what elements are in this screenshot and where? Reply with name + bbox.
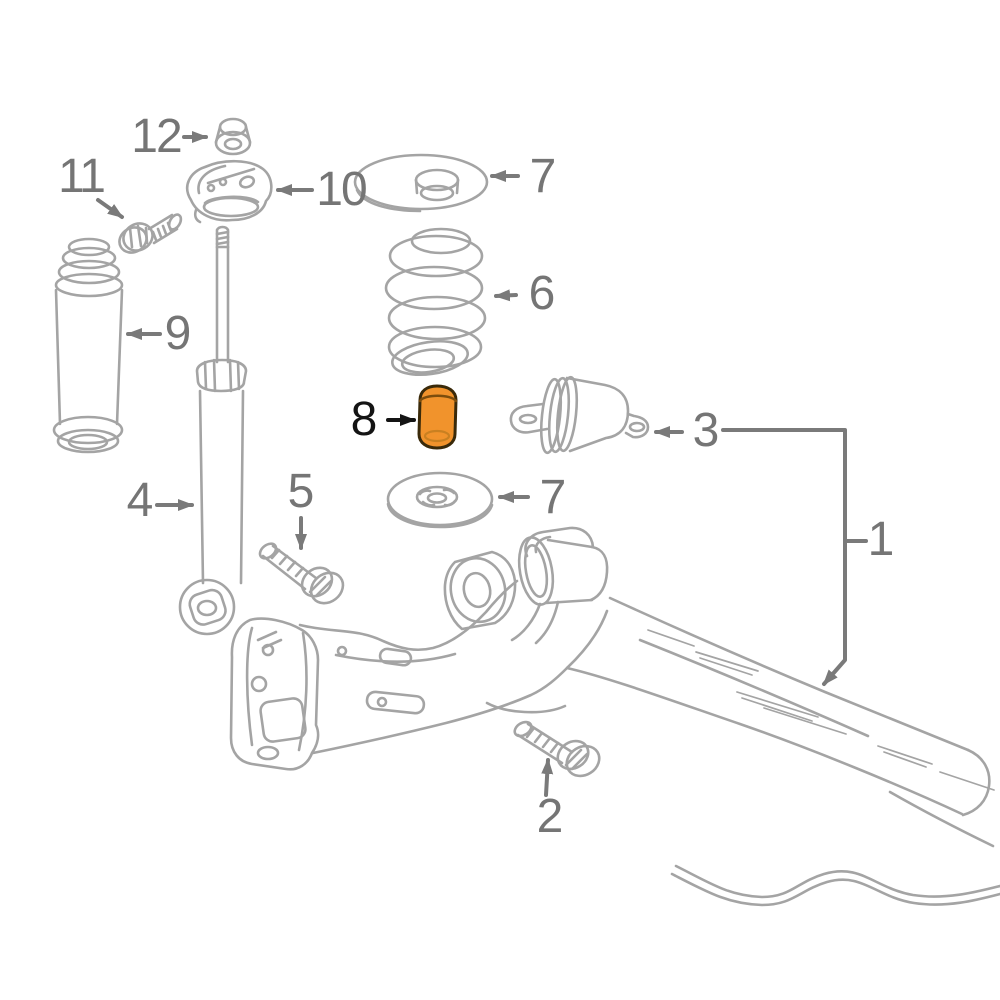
shock-lower-bolt-drawing bbox=[258, 542, 345, 605]
arrow-2 bbox=[541, 758, 554, 797]
lower-spring-insulator-drawing bbox=[386, 471, 494, 529]
upper-mount-drawing bbox=[185, 159, 273, 224]
part-label-5: 5 bbox=[287, 465, 315, 518]
part-label-8-highlighted: 8 bbox=[350, 393, 378, 446]
part-label-9: 9 bbox=[164, 307, 192, 360]
part-label-7-top: 7 bbox=[529, 150, 557, 203]
axle-mount-bolt-drawing bbox=[513, 720, 601, 778]
part-label-10: 10 bbox=[316, 163, 367, 216]
part-label-6: 6 bbox=[528, 267, 556, 320]
beam-weld-marks bbox=[647, 629, 995, 791]
coil-spring-drawing bbox=[384, 227, 487, 377]
part-label-11: 11 bbox=[58, 150, 106, 203]
part-label-12: 12 bbox=[131, 110, 182, 163]
trailing-arm-bushing-drawing bbox=[509, 375, 650, 455]
part-label-2: 2 bbox=[536, 790, 564, 843]
upper-mount-bolt-drawing bbox=[118, 213, 183, 254]
stabilizer-bar-drawing bbox=[670, 864, 1000, 907]
shock-absorber-drawing bbox=[178, 225, 248, 636]
arrow-11 bbox=[96, 198, 124, 219]
axle-beam-drawing bbox=[229, 526, 1000, 907]
arrow-6 bbox=[494, 289, 518, 302]
upper-spring-insulator-drawing bbox=[353, 153, 489, 213]
cap-nut-drawing bbox=[214, 117, 252, 156]
leader-3-to-1 bbox=[721, 428, 847, 686]
part-label-4: 4 bbox=[126, 474, 154, 527]
part-label-1: 1 bbox=[867, 513, 895, 566]
part-label-3: 3 bbox=[692, 404, 720, 457]
part-label-7-bottom: 7 bbox=[539, 471, 567, 524]
bump-stop-highlight-drawing bbox=[417, 384, 458, 450]
dust-boot-drawing bbox=[52, 237, 124, 454]
